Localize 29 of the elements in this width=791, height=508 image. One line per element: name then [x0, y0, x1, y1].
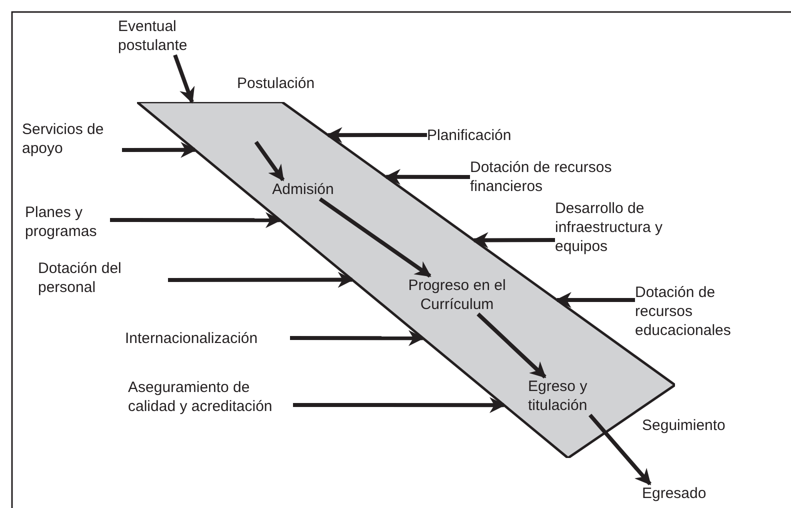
arrow: [318, 197, 432, 278]
node-label: Dotación de recursos financieros: [470, 158, 613, 196]
arrow: [555, 292, 635, 308]
arrow: [472, 232, 555, 248]
node-label: Egreso y titulación: [528, 377, 588, 415]
node-label: Planes y programas: [25, 203, 98, 241]
node-label: Desarrollo de infraestructura y equipos: [555, 199, 664, 256]
arrow: [173, 54, 195, 104]
node-label: Eventual postulante: [118, 17, 188, 55]
node-label: Egresado: [642, 484, 708, 503]
node-label: Dotación del personal: [38, 259, 122, 297]
node-label: Servicios de apoyo: [22, 120, 105, 158]
arrow: [122, 142, 197, 158]
arrow: [293, 397, 506, 414]
stage-label: Postulación: [237, 74, 315, 93]
stage-label: Seguimiento: [642, 416, 726, 435]
node-label: Progreso en el Currículum: [407, 276, 507, 314]
node-label: Dotación de recursos educacionales: [635, 283, 732, 340]
node-label: Planificación: [427, 126, 512, 145]
node-label: Internacionalización: [125, 329, 259, 348]
arrow: [168, 272, 354, 288]
arrow: [254, 140, 285, 182]
arrow: [384, 168, 470, 185]
arrow: [290, 330, 424, 346]
arrow: [326, 127, 427, 144]
node-label: Aseguramiento de calidad y acreditación: [128, 378, 274, 416]
arrow: [110, 212, 282, 228]
arrow: [476, 312, 546, 378]
node-label: Admisión: [271, 180, 335, 199]
